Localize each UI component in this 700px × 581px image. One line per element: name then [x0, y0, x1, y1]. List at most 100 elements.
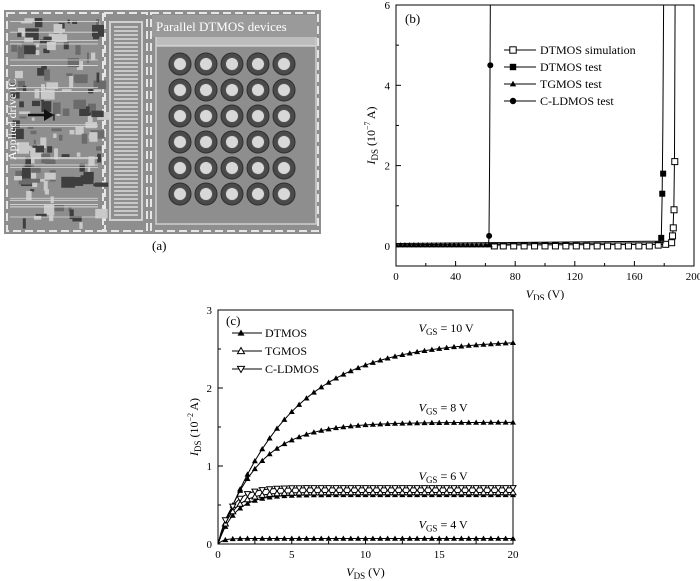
curve-point-c	[369, 491, 376, 498]
circuit-block	[72, 20, 78, 24]
curve-point-c	[421, 491, 428, 498]
curve-point-c	[259, 535, 266, 541]
vgs-annotation-c: VGS = 6 V	[419, 469, 468, 485]
circuit-block	[20, 21, 33, 24]
curve-point-c	[310, 429, 317, 435]
curve-point-c	[487, 485, 495, 492]
curve-point-c	[296, 433, 303, 440]
circuit-block	[53, 24, 63, 34]
curve-point-c	[458, 491, 465, 498]
circuit-block	[53, 204, 65, 212]
curve-point-c	[443, 491, 450, 498]
circuit-block	[35, 50, 40, 56]
circuit-block	[26, 190, 32, 201]
curve-point-c	[450, 488, 458, 496]
y-axis-label-c: IDS (10−2 A)	[186, 398, 203, 457]
pad-stripe	[114, 182, 138, 184]
series-point-b	[520, 242, 528, 250]
curve-point-c	[340, 535, 347, 541]
pad-stripe	[114, 194, 138, 196]
circuit-block	[53, 133, 57, 138]
curve-point-c	[494, 485, 503, 492]
curve-point-c	[229, 502, 236, 508]
curve-point-c	[303, 395, 310, 401]
curve-point-c	[266, 535, 273, 541]
curve-point-c	[251, 497, 258, 503]
y-tick-label-c: 3	[207, 305, 213, 317]
legend-marker-b	[509, 97, 517, 105]
circuit-block	[67, 57, 80, 68]
curve-point-c	[414, 348, 421, 355]
curve-point-c	[221, 517, 230, 525]
device-array-boundary	[150, 12, 319, 232]
legend-marker-c	[236, 365, 246, 374]
pad-stripe	[114, 162, 138, 164]
circuit-block	[33, 215, 42, 220]
circuit-block	[73, 99, 86, 109]
pad-stripe	[114, 94, 138, 96]
curve-point-c	[258, 491, 267, 498]
pad-column-boundary	[104, 12, 148, 232]
device-cell-core	[199, 161, 213, 175]
circuit-block	[46, 82, 59, 89]
circuit-block	[92, 36, 100, 40]
curve-point-c	[457, 488, 466, 496]
curve-point-c	[480, 341, 487, 347]
curve-point-c	[244, 475, 251, 481]
device-cell-core	[173, 187, 187, 201]
curve-point-c	[458, 535, 465, 541]
curve-point-c	[324, 488, 333, 496]
dtmos-device-array	[168, 52, 296, 206]
series-point-b	[669, 232, 677, 240]
curve-point-c	[236, 495, 244, 503]
curve-line-c	[217, 487, 513, 545]
curve-point-c	[465, 491, 472, 498]
pad-stripe	[114, 138, 138, 140]
x-tick-label-c: 5	[289, 549, 295, 561]
device-cell-core	[225, 57, 239, 71]
legend-marker-b	[509, 46, 517, 54]
curve-point-c	[369, 485, 377, 492]
chip-micrograph: Parallel DTMOS devices Applied drive IC	[4, 10, 321, 234]
pad-column-stripes	[114, 26, 138, 216]
curve-point-c	[384, 355, 391, 361]
curve-point-c	[237, 535, 244, 541]
curve-point-c	[339, 485, 348, 492]
pad-stripe	[114, 126, 138, 128]
curve-point-c	[347, 535, 354, 541]
circuit-block	[44, 172, 56, 180]
curve-point-c	[420, 488, 429, 496]
curve-point-c	[399, 491, 406, 498]
circuit-block	[52, 112, 55, 121]
circuit-block	[16, 142, 29, 154]
curve-point-c	[436, 535, 443, 541]
vgs-annotation-c: VGS = 4 V	[419, 517, 468, 533]
device-cell-core	[277, 83, 291, 97]
curve-point-c	[509, 485, 517, 492]
curve-point-c	[398, 485, 407, 492]
curve-point-c	[274, 493, 280, 499]
pad-stripe	[114, 206, 138, 208]
circuit-block	[46, 41, 56, 51]
circuit-block	[87, 114, 93, 123]
curve-point-c	[450, 485, 458, 492]
circuit-block	[68, 207, 72, 212]
circuit-block	[93, 80, 107, 90]
pad-stripe	[114, 122, 138, 124]
curve-point-c	[340, 491, 347, 498]
curve-point-c	[465, 535, 472, 541]
drive-ic-boundary	[6, 12, 104, 232]
panel-c-label: (c)	[226, 313, 240, 328]
curve-point-c	[405, 488, 414, 496]
vgs-annotation-c: VGS = 10 V	[419, 321, 474, 337]
series-point-b	[670, 206, 678, 214]
circuit-block	[25, 28, 39, 41]
series-point-b	[562, 242, 570, 250]
device-cell-core	[199, 57, 213, 71]
circuit-block	[79, 106, 90, 116]
pad-stripe	[114, 58, 138, 60]
curve-point-c	[333, 424, 339, 431]
curve-point-c	[428, 419, 435, 426]
x-tick-label-b: 0	[393, 271, 399, 283]
curve-point-c	[296, 401, 303, 407]
